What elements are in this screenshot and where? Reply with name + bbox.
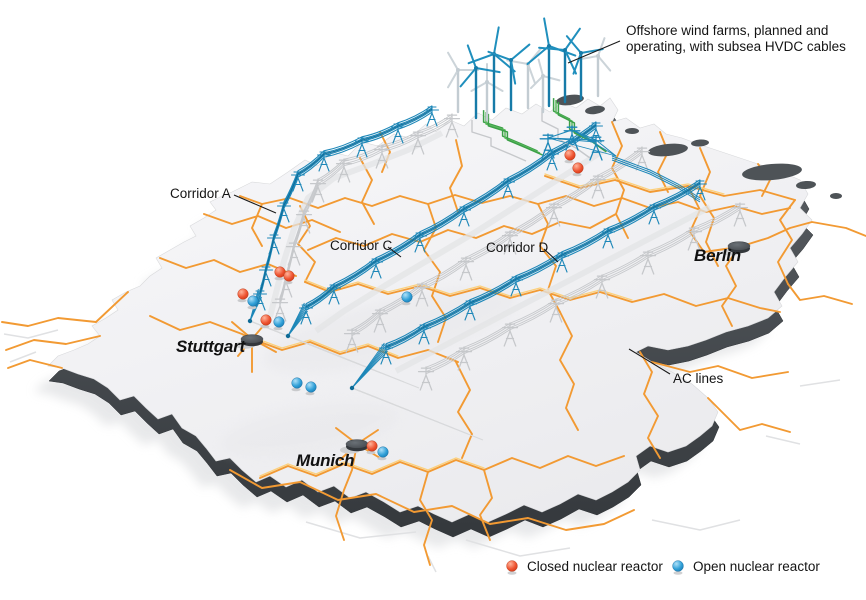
island — [556, 94, 584, 106]
city-dot-berlin — [722, 241, 751, 256]
island — [830, 193, 842, 199]
closed-reactor-marker — [237, 288, 249, 303]
open-reactor-marker — [401, 291, 413, 306]
reactor-markers — [237, 149, 584, 461]
closed-reactor-marker — [564, 149, 576, 164]
hvdc-corridor-c — [285, 121, 651, 389]
offmap-reflections — [3, 329, 841, 573]
island — [796, 180, 816, 190]
legend-open-label: Open nuclear reactor — [693, 559, 820, 574]
annotations: Offshore wind farms, planned and operati… — [170, 23, 846, 470]
corridor-c-leader-line — [387, 246, 402, 258]
ac-lines-leader-line — [628, 348, 671, 375]
corridor-c-label: Corridor C — [330, 238, 393, 253]
corridor-a-label: Corridor A — [170, 186, 231, 201]
wind-turbine-icon — [487, 43, 531, 112]
offshore-label-line2: operating, with subsea HVDC cables — [626, 39, 846, 54]
city-label-berlin: Berlin — [694, 246, 741, 265]
germany-map-3d — [1, 17, 866, 573]
island — [648, 143, 688, 157]
open-reactor-marker — [247, 295, 259, 310]
corridor-a-leader-line — [233, 194, 277, 214]
north-sea-islands — [556, 94, 842, 199]
wind-turbine-icon — [538, 27, 581, 104]
city-label-munich: Munich — [296, 451, 354, 470]
offshore-leader-line — [567, 40, 621, 64]
open-reactor-marker — [273, 316, 285, 331]
wind-turbine-icon — [459, 44, 501, 120]
city-dot-munich — [340, 439, 369, 454]
city-label-stuttgart: Stuttgart — [176, 337, 247, 356]
legend-open-shadow — [673, 571, 683, 575]
city-markers — [235, 241, 751, 454]
island — [625, 128, 639, 134]
closed-reactor-marker — [366, 440, 378, 455]
legend: Closed nuclear reactor Open nuclear reac… — [506, 559, 820, 575]
closed-reactor-marker — [283, 270, 295, 285]
island — [691, 139, 709, 147]
island — [585, 105, 605, 115]
closed-reactor-marker — [572, 162, 584, 177]
legend-closed-label: Closed nuclear reactor — [527, 559, 663, 574]
landmass — [34, 97, 814, 548]
open-reactor-marker — [305, 381, 317, 396]
open-reactor-marker — [377, 446, 389, 461]
legend-closed-shadow — [507, 571, 517, 575]
closed-reactor-marker — [260, 314, 272, 329]
open-reactor-marker — [291, 377, 303, 392]
closed-reactor-legend-icon — [506, 560, 518, 572]
island — [742, 163, 802, 181]
wind-turbine-icon — [526, 17, 577, 108]
hvdc-corridor-d — [349, 155, 749, 441]
corridor-d-label: Corridor D — [486, 240, 549, 255]
open-reactor-legend-icon — [672, 560, 684, 572]
offshore-label-line1: Offshore wind farms, planned and — [626, 23, 828, 38]
corridor-d-leader-line — [543, 248, 559, 263]
ac-lines-label: AC lines — [673, 371, 724, 386]
city-dot-stuttgart — [235, 334, 264, 349]
